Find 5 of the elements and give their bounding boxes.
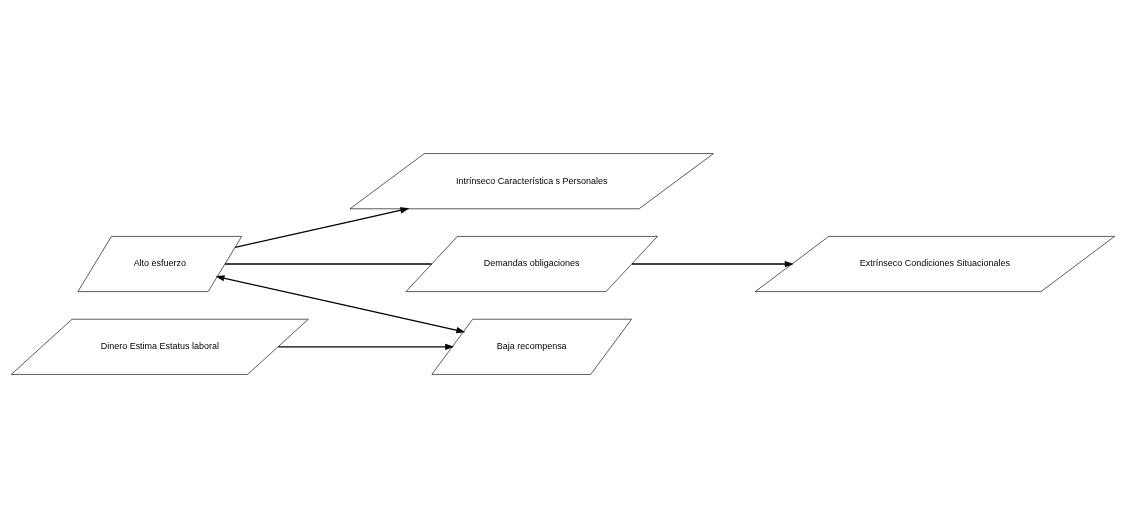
arrow <box>215 274 466 333</box>
arrow <box>234 206 410 248</box>
connector <box>224 262 433 265</box>
arrow <box>631 260 794 267</box>
arrow <box>277 343 455 350</box>
